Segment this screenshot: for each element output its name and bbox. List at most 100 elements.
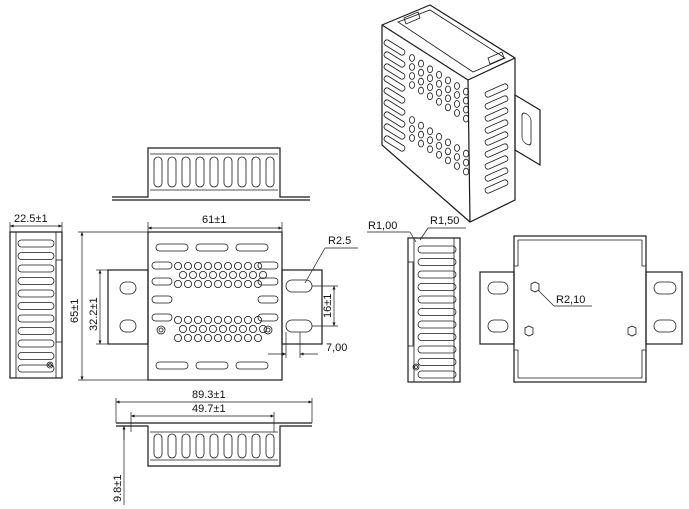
perforation-hole xyxy=(183,279,192,288)
iso-louver xyxy=(383,123,406,140)
iso-hole xyxy=(408,54,415,62)
iso-hole xyxy=(417,130,424,139)
fin-slot xyxy=(417,270,457,279)
perforation-hole xyxy=(243,279,252,288)
iso-hole xyxy=(408,125,415,133)
perforation-hole xyxy=(238,270,247,279)
perforation-hole xyxy=(183,261,192,270)
perforation-hole xyxy=(193,315,202,324)
iso-hole xyxy=(408,63,415,71)
iso-hole xyxy=(444,103,451,112)
fin-slot xyxy=(17,314,55,323)
dim-bend-radius: R2.5 xyxy=(328,235,351,247)
iso-hole xyxy=(453,109,460,117)
top-view-slots xyxy=(153,156,275,188)
iso-louver xyxy=(484,107,509,122)
iso-hole xyxy=(408,116,415,124)
iso-louver xyxy=(383,135,406,152)
iso-hole xyxy=(453,162,460,170)
perforation-hole xyxy=(188,324,197,333)
iso-louver xyxy=(383,39,406,56)
perforation-hole xyxy=(173,315,182,324)
front-slot xyxy=(235,361,269,370)
iso-hole xyxy=(444,138,451,147)
perforation-hole xyxy=(253,315,262,324)
perforation-hole xyxy=(198,324,207,333)
iso-hole xyxy=(462,167,469,176)
dim-slot-width: 7,00 xyxy=(326,342,347,354)
perforation-hole xyxy=(203,333,212,342)
isometric-holes xyxy=(408,54,469,176)
top-view xyxy=(112,147,310,201)
iso-hole xyxy=(444,94,451,103)
iso-hole xyxy=(426,136,433,145)
perforation-hole xyxy=(193,333,202,342)
perforation-hole xyxy=(208,324,217,333)
top-slot xyxy=(223,156,233,188)
iso-hole xyxy=(408,134,415,142)
perforation-hole xyxy=(183,333,192,342)
iso-hole xyxy=(426,92,433,100)
perforation-hole xyxy=(213,333,222,342)
left-side-view: 22.5±1 xyxy=(9,213,63,379)
iso-louver xyxy=(484,155,509,170)
dim-slot-pitch: 16±1 xyxy=(322,294,334,318)
iso-hole xyxy=(435,142,442,150)
iso-hole xyxy=(417,121,424,130)
iso-louver xyxy=(383,63,406,80)
iso-louver xyxy=(383,51,406,68)
iso-hole xyxy=(435,71,442,79)
iso-hole xyxy=(453,144,460,152)
front-side-slot xyxy=(257,313,279,322)
fin-slot xyxy=(17,289,55,298)
iso-louver xyxy=(484,143,509,158)
perforation-hole xyxy=(193,261,202,270)
bottom-slot xyxy=(153,433,163,459)
top-slot xyxy=(195,156,205,188)
iso-hole xyxy=(426,74,433,82)
perforation-hole xyxy=(213,279,222,288)
perforation-hole xyxy=(233,315,242,324)
dim-inner-height: 32.2±1 xyxy=(88,297,100,331)
perforation-hole xyxy=(233,279,242,288)
perforation-hole xyxy=(253,333,262,342)
iso-hole xyxy=(435,133,442,141)
perforation-hole xyxy=(228,270,237,279)
perforation-hole xyxy=(223,279,232,288)
isometric-view xyxy=(381,4,541,223)
dim-hole-radius: R2,10 xyxy=(556,294,585,306)
perforation-hole xyxy=(173,279,182,288)
iso-hole xyxy=(426,145,433,154)
fin-slot xyxy=(417,333,457,341)
front-side-slot xyxy=(257,295,279,304)
iso-louver xyxy=(383,99,406,116)
perforation-hole xyxy=(223,261,232,270)
front-slot xyxy=(195,361,229,370)
bottom-slot xyxy=(209,433,219,459)
dim-corner-r2: R1,50 xyxy=(430,215,459,227)
top-slot xyxy=(209,156,219,188)
iso-hole xyxy=(417,59,424,68)
iso-hole xyxy=(426,83,433,91)
fin-slot xyxy=(17,239,55,248)
bottom-slot xyxy=(223,433,233,459)
iso-louver xyxy=(484,95,509,110)
perforation-hole xyxy=(253,279,262,288)
fin-slot xyxy=(417,345,457,354)
fin-slot xyxy=(417,358,457,366)
perforation-hole xyxy=(243,261,252,270)
fin-slot xyxy=(17,252,55,260)
iso-hole xyxy=(462,114,469,123)
perforation-hole xyxy=(243,333,252,342)
iso-hole xyxy=(408,81,415,89)
fin-slot xyxy=(17,327,55,335)
perforation-hole xyxy=(173,261,182,270)
iso-hole xyxy=(462,158,469,167)
perforation-hole xyxy=(173,333,182,342)
top-slot xyxy=(167,156,177,188)
right-side-view: R1,00 R1,50 xyxy=(367,215,466,383)
isometric-louvers xyxy=(383,39,509,194)
iso-louver xyxy=(383,87,406,104)
bottom-slot xyxy=(251,433,261,459)
